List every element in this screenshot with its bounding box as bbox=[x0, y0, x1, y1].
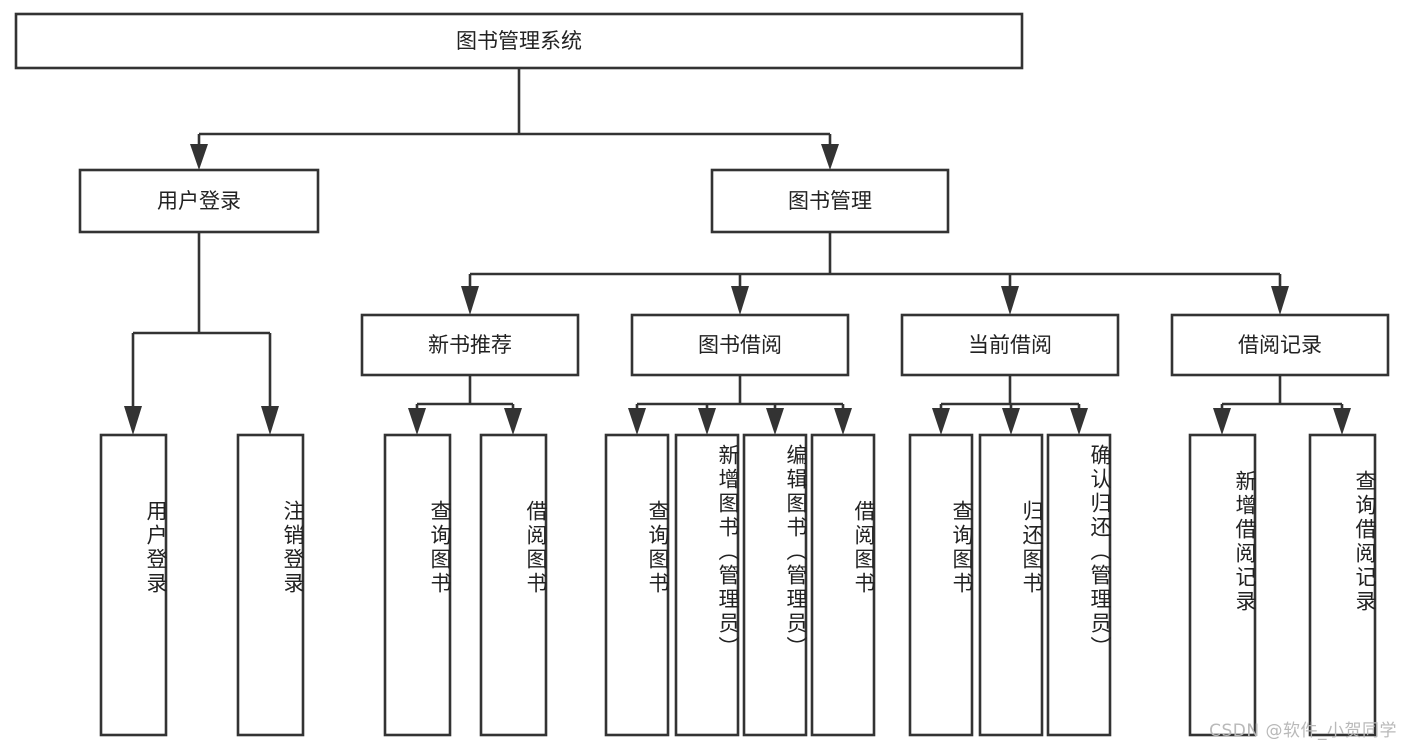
leaf-box-logout[interactable] bbox=[236, 433, 305, 737]
arrow-head-leaf-query-book-b bbox=[628, 408, 646, 435]
node-root-label: 图书管理系统 bbox=[456, 29, 582, 53]
arrow-head-leaf-user-login bbox=[124, 406, 142, 435]
csdn-watermark: CSDN @软件_小贺同学 bbox=[1209, 721, 1397, 741]
arrow-head-user-login bbox=[190, 144, 208, 170]
arrow-head-leaf-add-book bbox=[698, 408, 716, 435]
arrow-head-leaf-add-record bbox=[1213, 408, 1231, 435]
leaf-box-edit-book[interactable] bbox=[742, 433, 808, 737]
arrow-head-leaf-return-book bbox=[1002, 408, 1020, 435]
leaf-box-return-book[interactable] bbox=[978, 433, 1044, 737]
leaf-box-query-record[interactable] bbox=[1308, 433, 1377, 737]
node-current-borrow-box[interactable] bbox=[900, 313, 1120, 377]
leaf-box-add-record[interactable] bbox=[1188, 433, 1257, 737]
arrow-head-leaf-logout bbox=[261, 406, 279, 435]
arrow-head-book-mgmt bbox=[821, 144, 839, 170]
node-layer: 图书管理系统 用户登录 图书管理 新书推荐 图书借阅 当前借阅 借阅记录 bbox=[14, 12, 1390, 737]
leaf-box-add-book[interactable] bbox=[674, 433, 740, 737]
arrow-head-borrow-record bbox=[1271, 286, 1289, 315]
arrow-head-current-borrow bbox=[1001, 286, 1019, 315]
leaf-box-borrow-book-a[interactable] bbox=[479, 433, 548, 737]
node-new-book-rec-box[interactable] bbox=[360, 313, 580, 377]
arrow-head-leaf-edit-book bbox=[766, 408, 784, 435]
leaf-box-query-book-b[interactable] bbox=[604, 433, 670, 737]
node-book-borrow-label: 图书借阅 bbox=[698, 333, 782, 357]
leaf-box-query-book-c[interactable] bbox=[908, 433, 974, 737]
node-book-mgmt-box[interactable] bbox=[710, 168, 950, 234]
arrow-head-leaf-query-book-c bbox=[932, 408, 950, 435]
leaf-box-borrow-book-b[interactable] bbox=[810, 433, 876, 737]
node-user-login-label: 用户登录 bbox=[157, 189, 241, 213]
node-root-box[interactable] bbox=[14, 12, 1024, 70]
arrow-head-leaf-query-book-a bbox=[408, 408, 426, 435]
leaf-box-query-book-a[interactable] bbox=[383, 433, 452, 737]
leaf-box-confirm-return[interactable] bbox=[1046, 433, 1112, 737]
node-borrow-record-box[interactable] bbox=[1170, 313, 1390, 377]
node-current-borrow-label: 当前借阅 bbox=[968, 333, 1052, 357]
leaf-box-user-login[interactable] bbox=[99, 433, 168, 737]
node-user-login-box[interactable] bbox=[78, 168, 320, 234]
arrow-head-leaf-borrow-book-b bbox=[834, 408, 852, 435]
connector-layer bbox=[124, 68, 1351, 435]
node-new-book-rec-label: 新书推荐 bbox=[428, 333, 512, 357]
arrow-head-leaf-query-record bbox=[1333, 408, 1351, 435]
node-book-borrow-box[interactable] bbox=[630, 313, 850, 377]
arrow-head-leaf-borrow-book-a bbox=[504, 408, 522, 435]
arrow-head-book-borrow bbox=[731, 286, 749, 315]
node-book-mgmt-label: 图书管理 bbox=[788, 189, 872, 213]
node-borrow-record-label: 借阅记录 bbox=[1238, 333, 1322, 357]
arrow-head-new-book-rec bbox=[461, 286, 479, 315]
arrow-head-leaf-confirm-return bbox=[1070, 408, 1088, 435]
